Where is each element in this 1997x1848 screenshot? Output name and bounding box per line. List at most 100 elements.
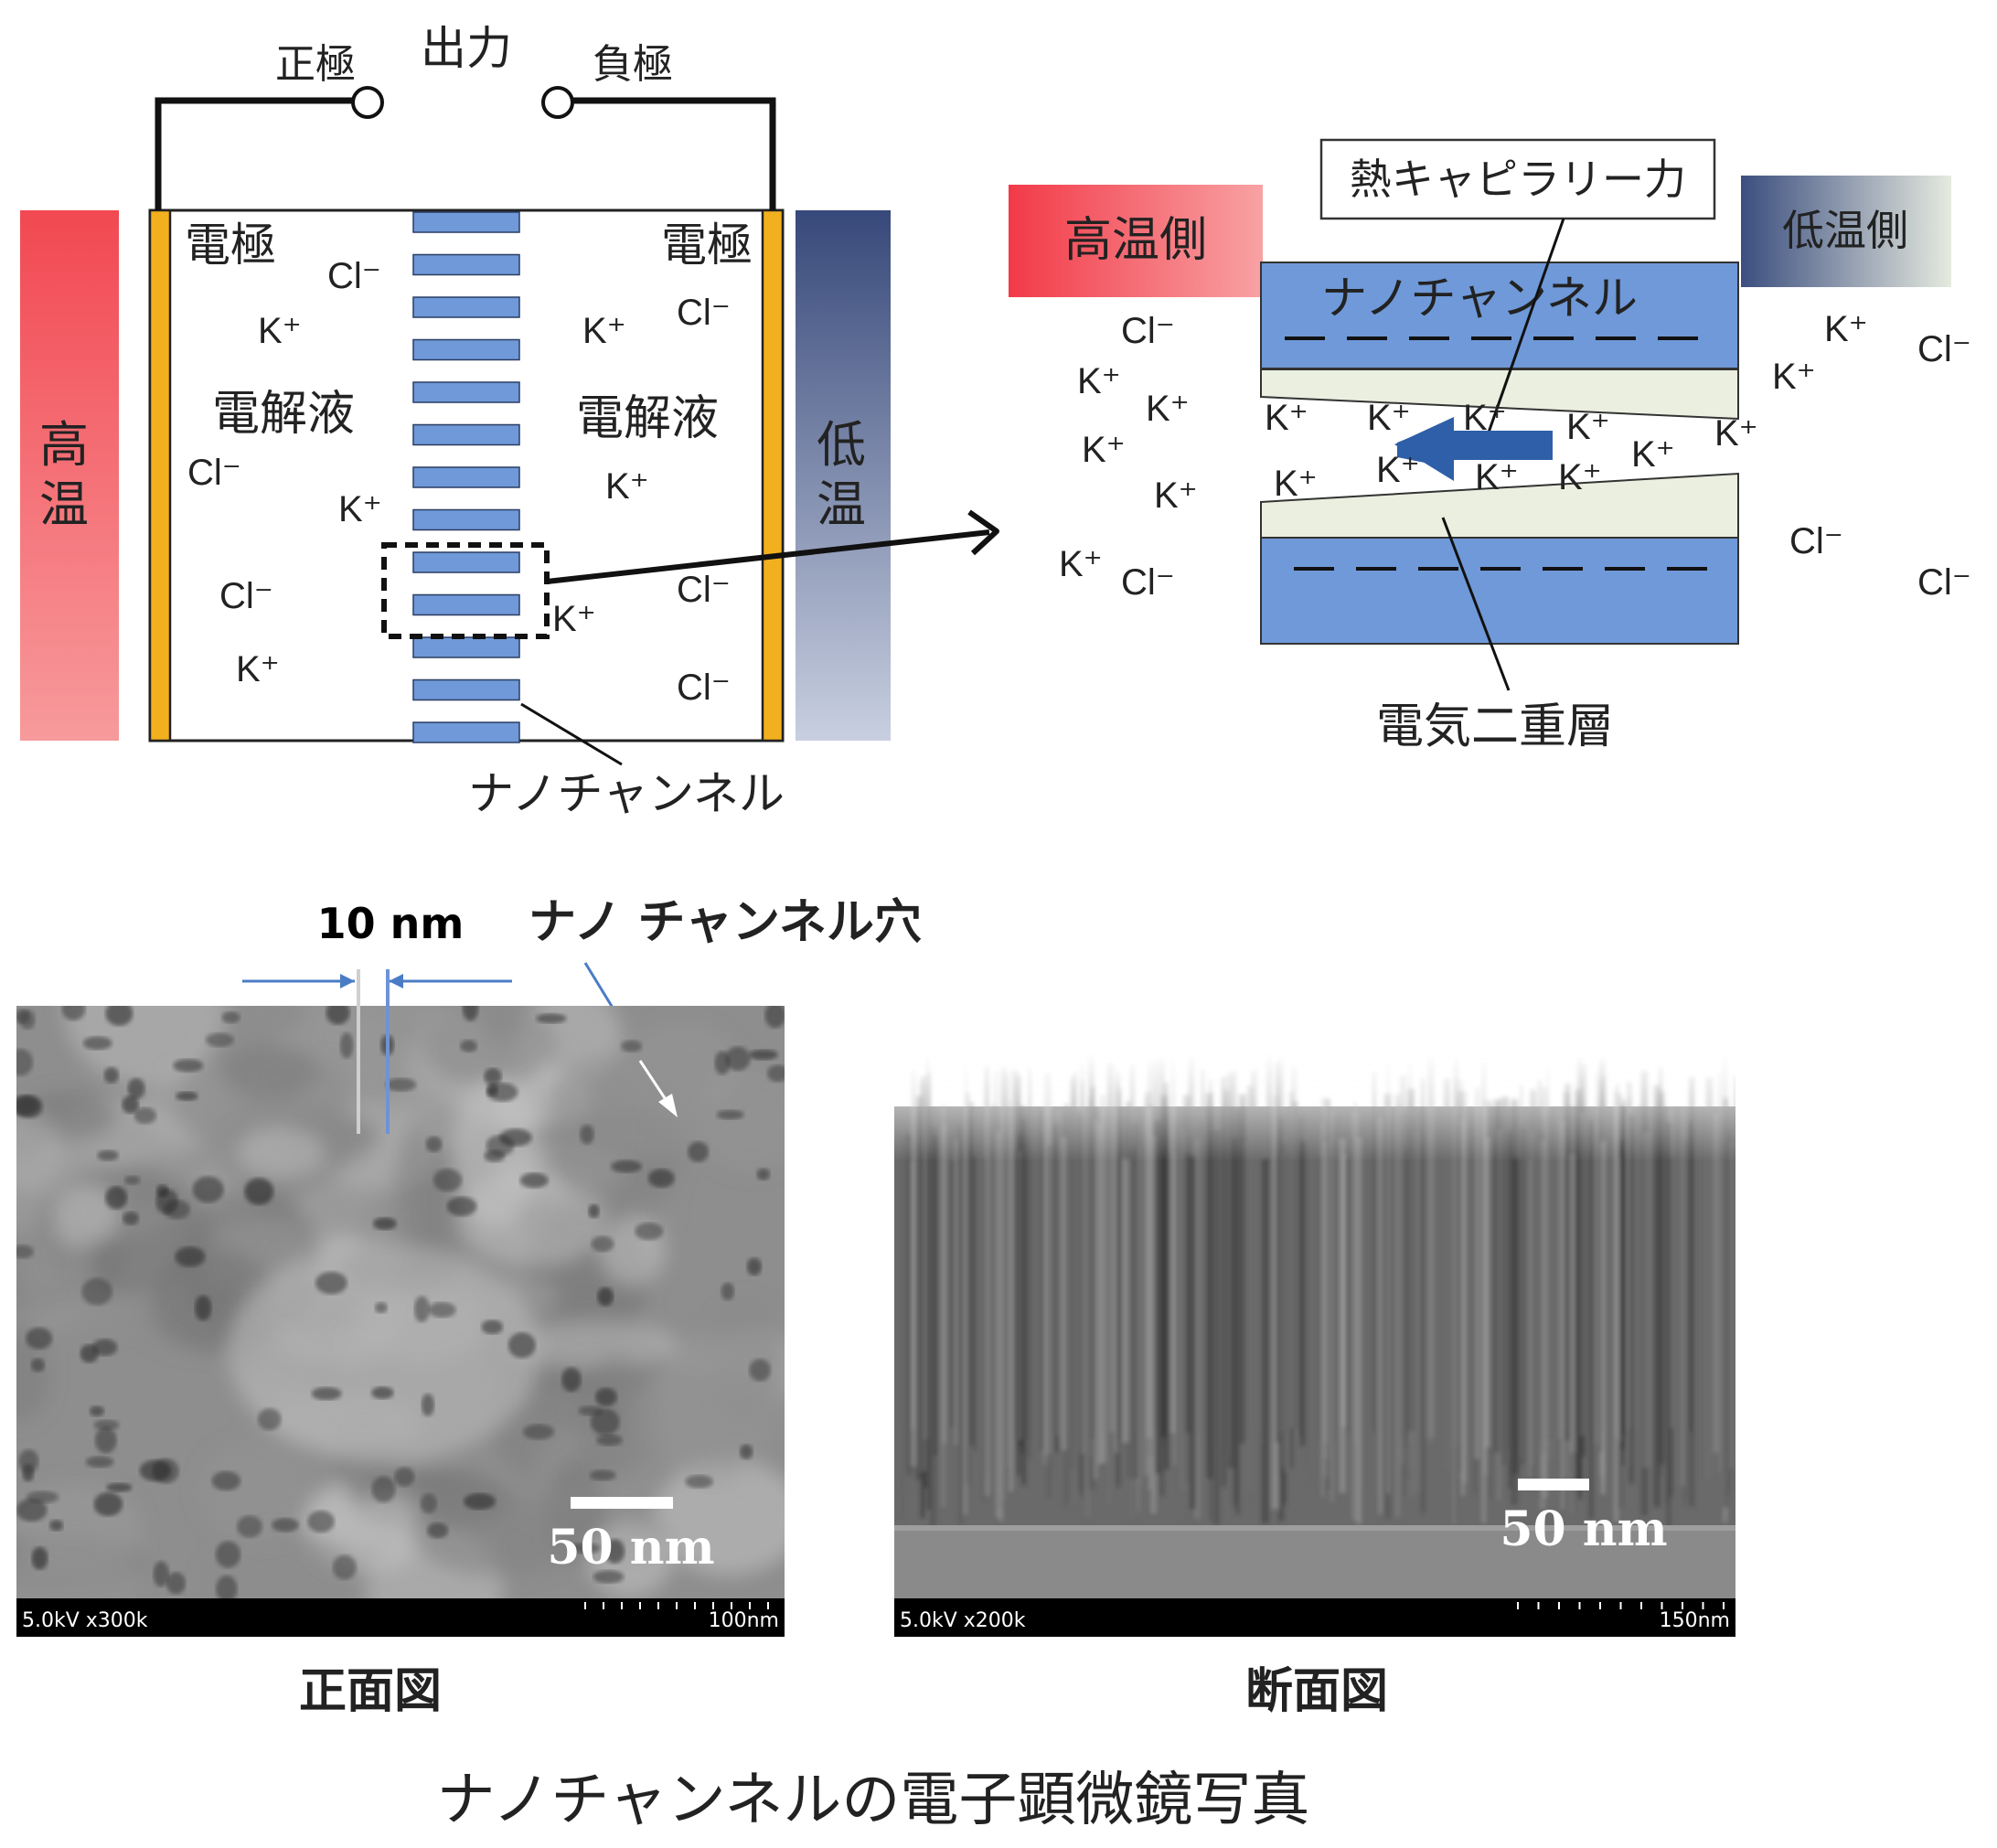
pore — [536, 1013, 567, 1024]
column-streak — [1520, 1084, 1523, 1459]
column-streak — [1718, 1071, 1721, 1473]
column-streak — [1561, 1120, 1564, 1510]
column-streak — [1339, 1138, 1346, 1493]
pore — [127, 1078, 145, 1099]
column-streak — [1170, 1056, 1176, 1434]
column-streak — [1313, 1154, 1319, 1487]
texture-blob — [392, 1117, 451, 1269]
pore — [89, 1405, 105, 1416]
column-streak — [1099, 1095, 1106, 1464]
column-streak — [1244, 1142, 1249, 1497]
pore — [725, 1046, 751, 1072]
pore — [371, 1476, 396, 1503]
column-streak — [1629, 1114, 1634, 1484]
column-streak — [973, 1155, 977, 1451]
pore — [568, 1543, 601, 1554]
ion-right-4: K⁺ — [552, 599, 596, 639]
pore — [748, 1049, 778, 1061]
column-streak — [1321, 1097, 1330, 1477]
column-streak — [1474, 1087, 1480, 1459]
detail-ion-in-4: K⁺ — [1566, 407, 1610, 447]
pore — [519, 1172, 549, 1189]
column-streak — [1508, 1129, 1512, 1490]
pore — [18, 1449, 39, 1474]
column-streak — [1653, 1084, 1661, 1508]
column-streak — [1443, 1078, 1451, 1469]
column-streak — [1087, 1096, 1095, 1457]
pore — [258, 1408, 282, 1431]
cold-side-detail-label: 低温側 — [1782, 206, 1908, 255]
column-streak — [1041, 1147, 1049, 1465]
column-streak — [1640, 1070, 1649, 1516]
column-streak — [1494, 1099, 1501, 1453]
texture-blob — [306, 1491, 418, 1547]
ion-left-5: Cl⁻ — [219, 576, 273, 616]
pore — [594, 1387, 617, 1406]
cross-info-bar — [894, 1598, 1735, 1637]
column-streak — [1131, 1122, 1139, 1479]
electrode-right-plate — [761, 208, 785, 742]
column-streak — [1460, 1119, 1466, 1496]
hot-side-label: 高温 — [39, 416, 89, 533]
double-layer-label: 電気二重層 — [1376, 700, 1614, 754]
pore — [591, 1235, 614, 1253]
pore — [635, 1222, 664, 1241]
main-caption: ナノチャンネルの電子顕微鏡写真 — [437, 1767, 1310, 1834]
texture-blob — [43, 1291, 129, 1338]
column-streak — [1318, 1156, 1322, 1442]
column-streak — [1306, 1138, 1310, 1469]
pore — [216, 1575, 238, 1603]
ion-right-5: Cl⁻ — [677, 570, 731, 610]
column-streak — [1056, 1111, 1061, 1436]
column-streak — [1281, 1059, 1285, 1466]
hot-side-detail-label: 高温側 — [1064, 213, 1207, 268]
pore — [26, 1327, 53, 1350]
pore — [153, 1561, 170, 1587]
detail-ion-right-3: K⁺ — [1772, 357, 1816, 397]
pore-label: ナノ チャンネル穴 — [529, 895, 922, 950]
positive-terminal-label: 正極 — [275, 41, 356, 88]
pore — [311, 1386, 342, 1401]
detail-ion-right-4: K⁺ — [1631, 434, 1675, 475]
column-streak — [1564, 1083, 1571, 1441]
pore — [589, 1469, 616, 1481]
pore — [621, 1040, 643, 1052]
electrode-right-label: 電極 — [661, 219, 753, 272]
pore — [192, 1176, 224, 1203]
pore — [590, 1408, 620, 1436]
column-streak — [1227, 1073, 1234, 1469]
column-streak — [1372, 1072, 1376, 1433]
capillary-force-label: 熱キャピラリー力 — [1350, 155, 1686, 204]
cross-info-ticks — [1517, 1602, 1725, 1609]
pore — [155, 1184, 169, 1198]
column-streak — [996, 1131, 1001, 1519]
column-streak — [1275, 1061, 1280, 1443]
column-streak — [1579, 1112, 1585, 1436]
column-streak — [1568, 1157, 1574, 1515]
column-streak — [1122, 1159, 1129, 1443]
cross-section-micrograph: 5.0kV x200k 150nm 50 nm — [894, 1052, 1735, 1637]
column-streak — [1169, 1152, 1172, 1440]
nanochannel-plate — [412, 296, 520, 318]
pore — [30, 1358, 46, 1373]
column-streak — [926, 1073, 931, 1511]
pore — [764, 1006, 785, 1029]
column-streak — [1575, 1088, 1582, 1483]
column-streak — [1542, 1086, 1548, 1498]
column-streak — [1114, 1081, 1119, 1453]
pore — [749, 1359, 771, 1382]
ion-left-1: Cl⁻ — [327, 256, 381, 296]
pore — [94, 1426, 117, 1454]
column-streak — [929, 1151, 932, 1527]
detail-ion-right-6: Cl⁻ — [1917, 562, 1971, 603]
column-streak — [1421, 1078, 1425, 1513]
column-streak — [1061, 1137, 1067, 1450]
texture-blob — [52, 1184, 118, 1246]
pore — [507, 1332, 536, 1359]
column-streak — [1246, 1085, 1254, 1493]
cross-info-right: 150nm — [1660, 1609, 1730, 1632]
electrode-left-plate — [148, 208, 172, 742]
detail-ion-left-2: K⁺ — [1077, 361, 1121, 401]
texture-blob — [220, 1044, 318, 1102]
detail-ion-in-1: K⁺ — [1265, 398, 1308, 438]
